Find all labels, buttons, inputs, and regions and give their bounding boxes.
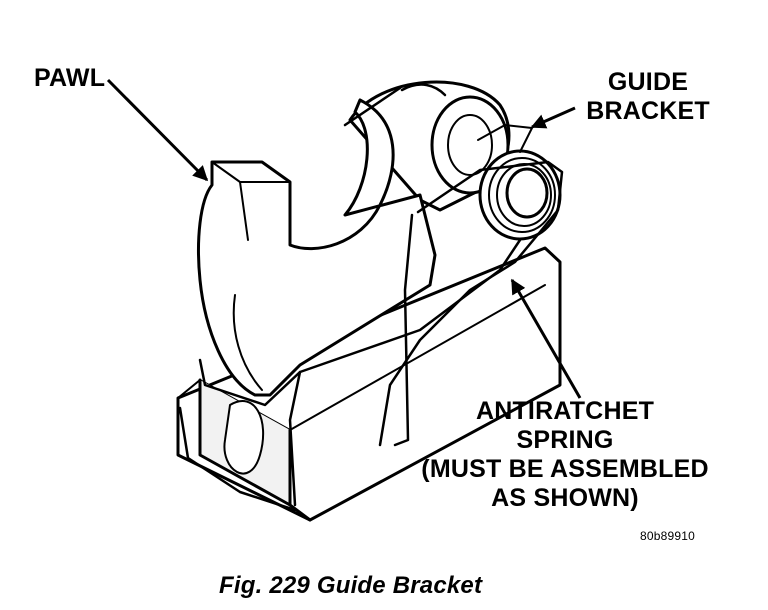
pawl-leader-arrow xyxy=(106,78,209,182)
guide-bracket-label-line-2: BRACKET xyxy=(586,97,710,125)
guide-bracket-label: GUIDE BRACKET xyxy=(578,68,718,126)
image-code: 80b89910 xyxy=(640,529,695,543)
antiratchet-label-line-2: SPRING xyxy=(516,426,614,454)
spring-leader-arrow xyxy=(510,278,582,399)
pawl-label: PAWL xyxy=(34,64,106,92)
pawl-shape xyxy=(197,98,437,397)
antiratchet-label-line-3: (MUST BE ASSEMBLED xyxy=(421,455,709,483)
guide-bracket-label-line-1: GUIDE xyxy=(607,68,689,96)
antiratchet-spring-label: ANTIRATCHET SPRING (MUST BE ASSEMBLED AS… xyxy=(400,397,730,513)
antiratchet-label-line-4: AS SHOWN) xyxy=(491,484,639,512)
guide-bracket-leader-arrow xyxy=(530,106,576,129)
guide-bracket-boss xyxy=(477,124,562,241)
figure-caption: Fig. 229 Guide Bracket xyxy=(219,572,483,599)
base-block xyxy=(176,246,562,522)
antiratchet-spring-wire xyxy=(178,83,564,512)
antiratchet-label-line-1: ANTIRATCHET xyxy=(475,397,655,425)
